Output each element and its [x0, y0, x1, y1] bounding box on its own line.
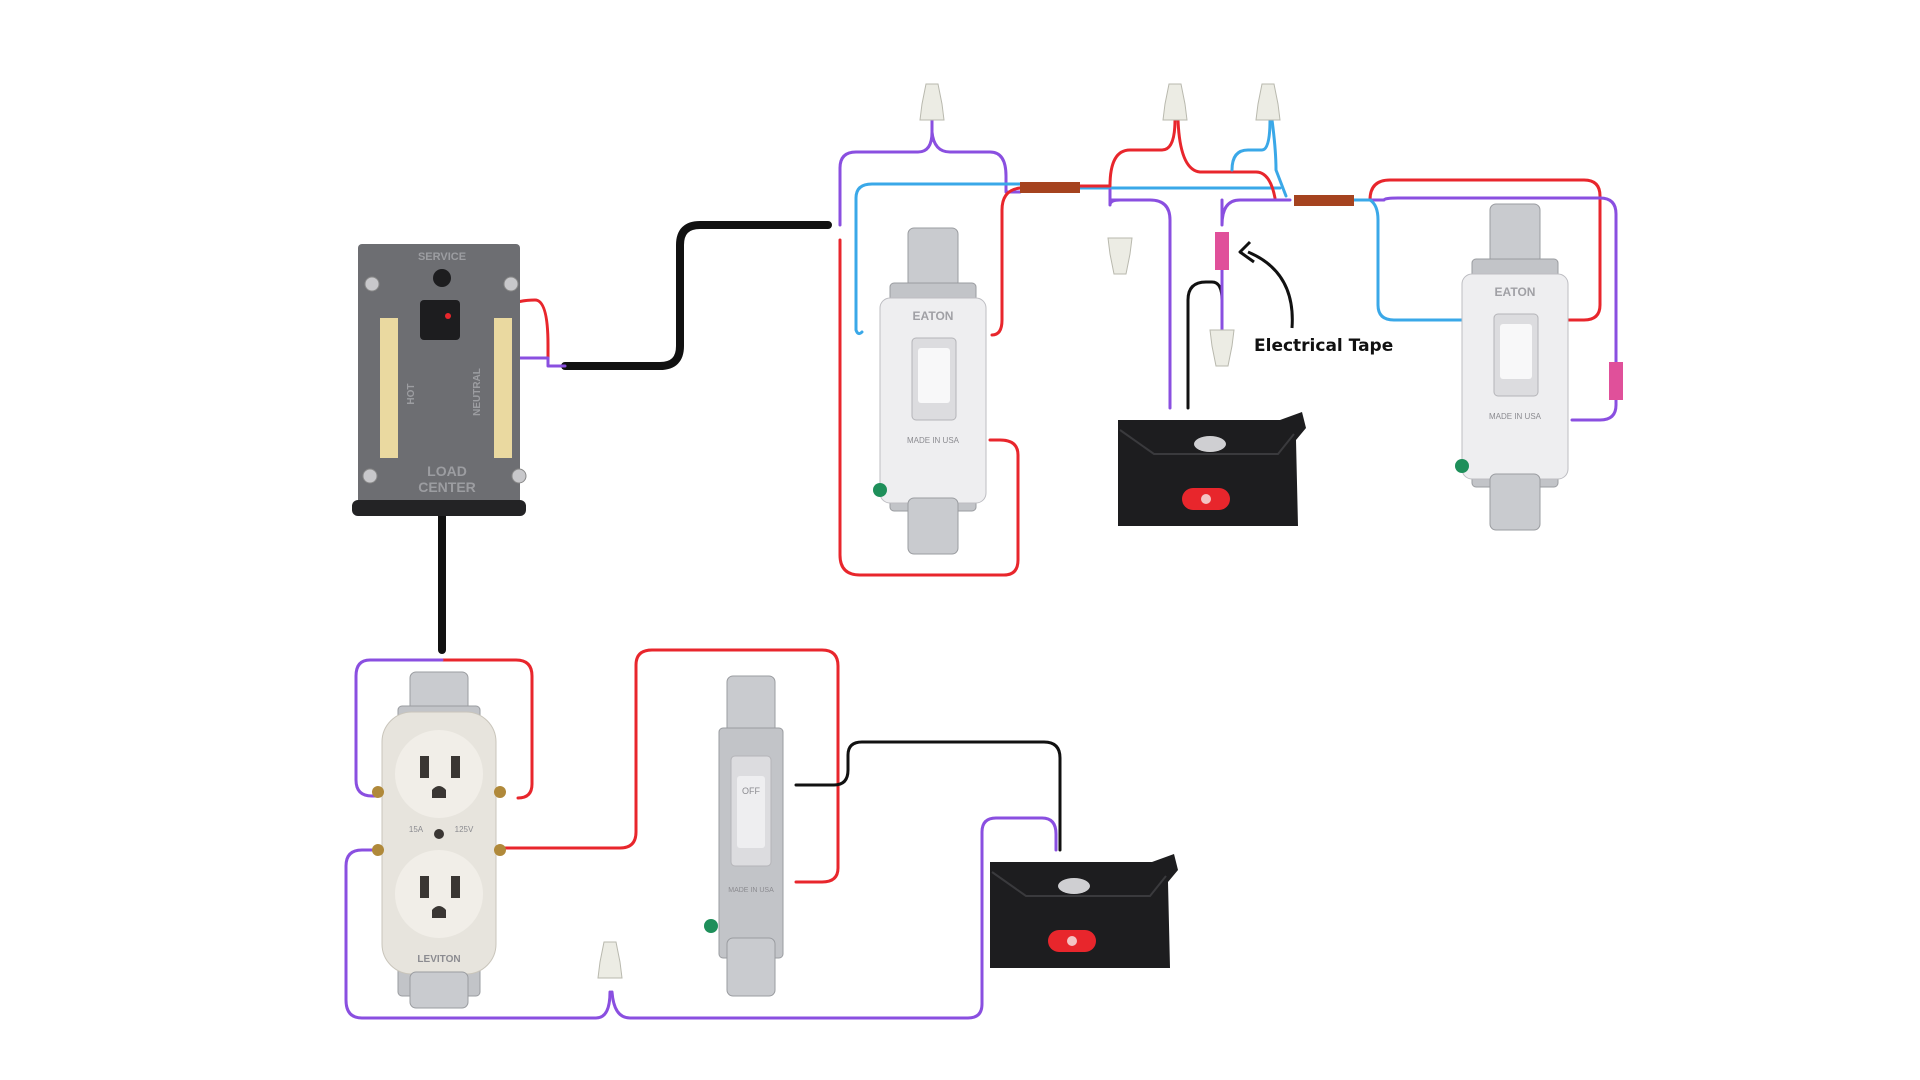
load-center-panel-icon: SERVICE HOT NEUTRAL LOAD CENTER: [352, 244, 527, 516]
panel-screw-icon: [362, 468, 378, 484]
curved-arrow-icon: [1247, 250, 1294, 329]
connector-sleeve: [1294, 195, 1354, 206]
lower-neutral-bottom: [344, 848, 612, 1020]
purple-to-nut-center: [1108, 188, 1132, 207]
receptacle-screw-icon: [494, 786, 506, 798]
wire-nut-icon: [1255, 83, 1281, 121]
blue-to-nut-3: [1230, 118, 1272, 172]
receptacle-brand-label: LEVITON: [417, 954, 460, 965]
receptacle-screw-icon: [372, 844, 384, 856]
wires: [344, 118, 1618, 1020]
switch-made-in-label: MADE IN USA: [1489, 412, 1542, 421]
switch-made-in-label: MADE IN USA: [907, 436, 960, 445]
breaker-switch-icon: [420, 300, 460, 340]
neutral-top-loop: [838, 118, 934, 227]
neutral-label: NEUTRAL: [472, 368, 483, 416]
red-to-nut-2: [1078, 118, 1177, 188]
wire-nut-icon: [1107, 237, 1133, 275]
load-center-service-label: SERVICE: [418, 251, 466, 263]
receptacle-rating-right: 125V: [455, 825, 474, 834]
panel-screw-icon: [511, 468, 527, 484]
wire-nut-icon: [1162, 83, 1188, 121]
light-fixture-icon: [990, 854, 1178, 968]
receptacle-rating-left: 15A: [409, 825, 424, 834]
red-to-switch2: [1352, 178, 1602, 322]
ground-screw-icon: [873, 483, 887, 497]
load-label: LOAD: [427, 463, 467, 479]
panel-screw-icon: [503, 276, 519, 292]
three-way-switch-icon: EATON MADE IN USA: [1455, 203, 1569, 531]
hot-label: HOT: [406, 383, 417, 404]
lower-hot-to-switch: [503, 648, 840, 884]
panel-screw-icon: [364, 276, 380, 292]
switch-made-in-label: MADE IN USA: [728, 887, 774, 894]
light-fixture-icon: [1118, 412, 1306, 526]
electrical-tape-mark: [1215, 232, 1229, 270]
purple-to-switch2: [1352, 196, 1618, 422]
hot-bus-bar: [380, 318, 398, 458]
purple-to-tape: [1220, 198, 1292, 227]
wire-nut-icon: [597, 941, 623, 979]
connector-sleeve: [1020, 182, 1080, 193]
electrical-tape-label: Electrical Tape: [1254, 336, 1393, 356]
lower-switched-black: [794, 740, 1062, 852]
duplex-receptacle-icon: 15A 125V LEVITON: [372, 671, 506, 1009]
neutral-bus-bar: [494, 318, 512, 458]
center-label: CENTER: [418, 479, 476, 495]
lower-hot-to-receptacle: [440, 658, 534, 800]
purple-fixture-down: [1108, 198, 1172, 410]
service-knob-icon: [433, 269, 451, 287]
traveler-blue-1: [854, 182, 1022, 336]
blue-to-switch2: [1352, 198, 1464, 322]
red-from-nut-2: [1176, 118, 1277, 200]
lower-neutral-left: [354, 658, 444, 798]
wire-nut-icon: [919, 83, 945, 121]
electrical-tape-mark: [1609, 362, 1623, 400]
switch-off-label: OFF: [742, 786, 760, 796]
receptacle-screw-icon: [494, 844, 506, 856]
wire-nut-icon: [1209, 329, 1235, 367]
hot-red-switch1: [838, 238, 1020, 577]
switch-brand-label: EATON: [1495, 285, 1536, 299]
lower-neutral-to-fixture: [610, 816, 1058, 1020]
wire-nuts: [597, 83, 1281, 979]
ground-screw-icon: [1455, 459, 1469, 473]
three-way-switch-icon: EATON MADE IN USA: [873, 227, 987, 555]
receptacle-screw-icon: [372, 786, 384, 798]
blue-from-nut-3: [1270, 118, 1288, 198]
switch-brand-label: EATON: [913, 309, 954, 323]
red-switch1-up: [990, 186, 1022, 337]
arrow-head: [1238, 240, 1255, 264]
ground-screw-icon: [704, 919, 718, 933]
main-cable-upper: [561, 221, 832, 370]
single-pole-switch-icon: OFF MADE IN USA: [704, 675, 784, 997]
panel-neutral-wire: [510, 356, 567, 368]
neutral-top-loop-b: [930, 130, 1022, 194]
